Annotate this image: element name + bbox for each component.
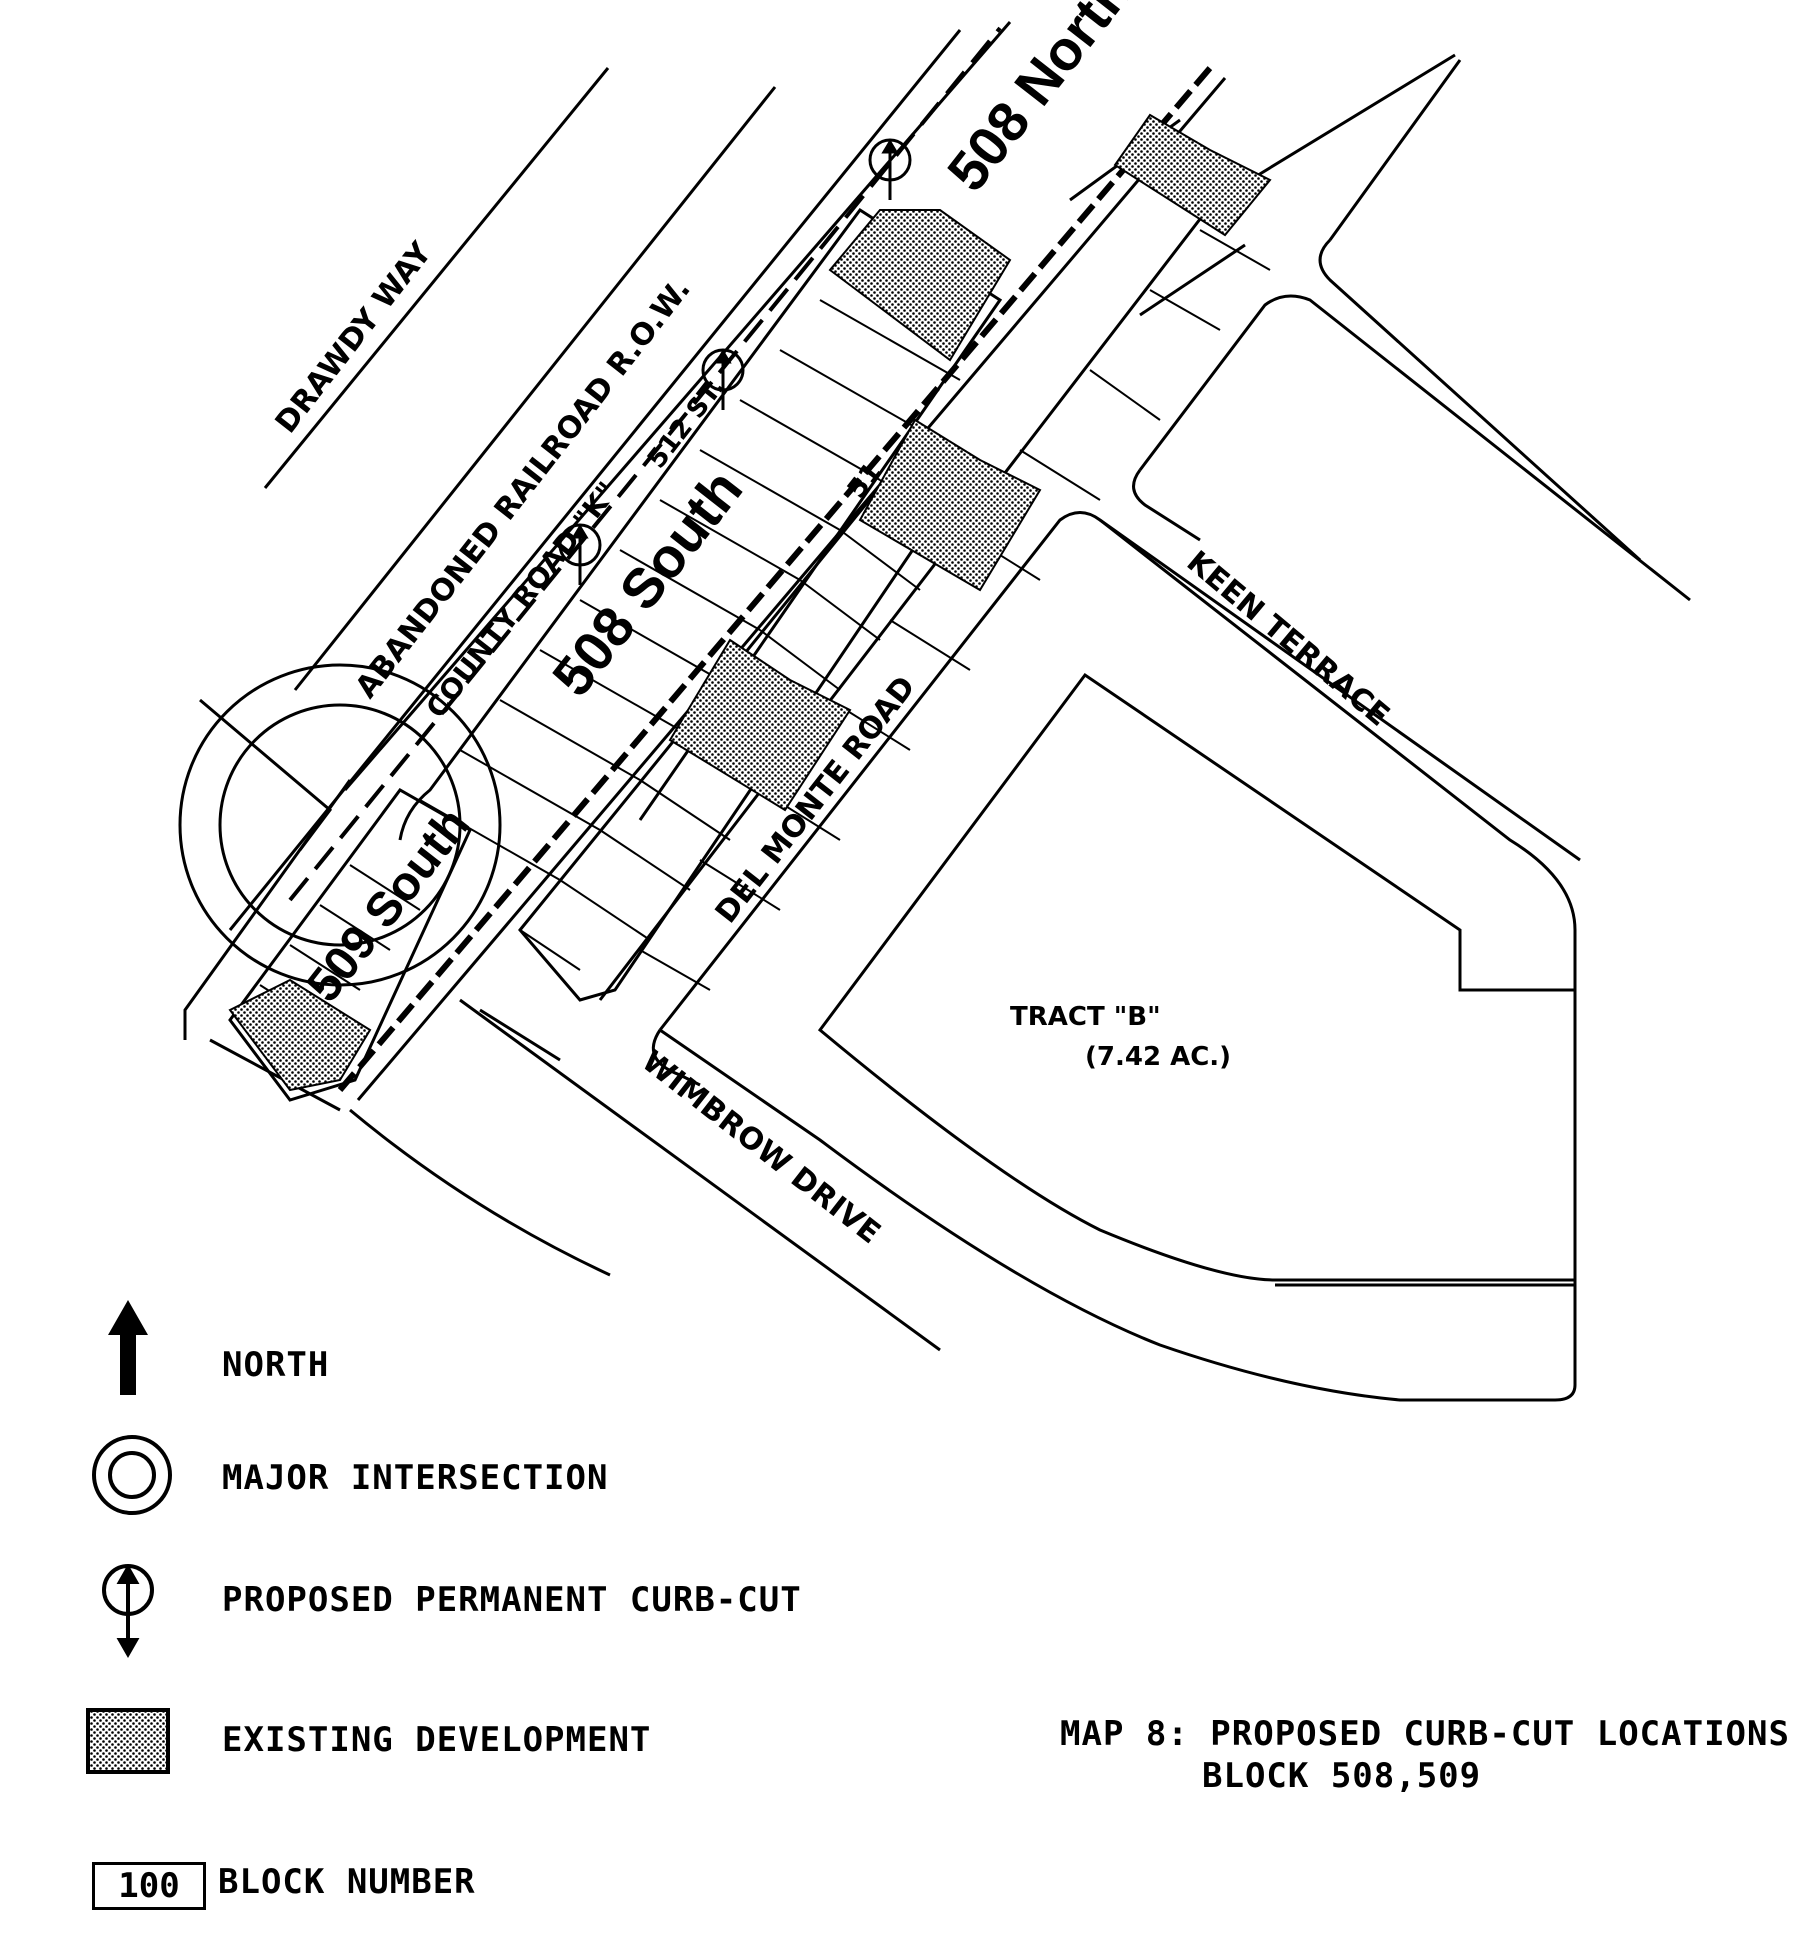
legend-north-label: NORTH <box>222 1345 330 1385</box>
label-keen-terrace: KEEN TERRACE <box>1180 544 1396 733</box>
development-parcel-4 <box>668 638 852 812</box>
curb-cut-marker <box>558 523 602 585</box>
block-509-outline <box>228 788 472 1102</box>
legend-curb-cut-label: PROPOSED PERMANENT CURB-CUT <box>222 1580 802 1620</box>
existing-development-group <box>228 113 1272 1092</box>
wimbrow-stub <box>479 1008 561 1062</box>
drawdy-way-line <box>263 67 610 489</box>
legend-block-number-sample: 100 <box>92 1862 206 1910</box>
street-512-edge <box>356 77 1227 1101</box>
label-tract-area: (7.42 AC.) <box>1085 1042 1231 1072</box>
west-stub <box>199 698 333 851</box>
development-parcel-2 <box>828 209 1012 362</box>
keen-terrace-corner <box>1132 469 1201 542</box>
label-block-508-north: 508 North <box>935 0 1144 202</box>
map-caption-line2: BLOCK 508,509 <box>1202 1756 1482 1796</box>
north-arrow-icon <box>108 1300 148 1395</box>
curb-cut-icon <box>102 1563 154 1659</box>
street-512-line <box>337 66 1213 1092</box>
legend-block-number-label: BLOCK NUMBER <box>218 1862 476 1902</box>
development-parcel-5 <box>228 978 372 1092</box>
del-monte-keen-block <box>658 511 1581 1031</box>
legend-existing-development-label: EXISTING DEVELOPMENT <box>222 1720 652 1760</box>
south-boundary <box>209 1038 341 1112</box>
curb-cut-marker <box>868 138 912 200</box>
existing-development-icon <box>86 1708 170 1774</box>
curb-cut-markers <box>558 138 912 585</box>
del-monte-corner <box>651 1029 701 1087</box>
keen-terrace-edge <box>1139 243 1246 317</box>
block-508-middle-outline <box>398 207 1003 841</box>
block-508-north-top <box>1249 53 1456 182</box>
major-intersection-marker <box>178 663 502 987</box>
west-boundary <box>183 779 352 1040</box>
curb-cut-marker <box>701 348 745 410</box>
intersection-outer-ring <box>178 663 502 987</box>
map-caption-line1: MAP 8: PROPOSED CURB-CUT LOCATIONS <box>1060 1714 1790 1754</box>
legend-major-intersection-label: MAJOR INTERSECTION <box>222 1458 609 1498</box>
block-right-top-outline <box>1318 59 1642 562</box>
label-railroad: ABANDONED RAILROAD R.O.W. <box>349 272 698 705</box>
county-road-edge-west <box>228 29 962 931</box>
street-network <box>183 21 1691 1402</box>
keen-terrace-block-north <box>1138 294 1691 602</box>
legend-symbols <box>86 1300 172 1774</box>
label-tract-name: TRACT "B" <box>1010 1002 1161 1032</box>
county-road-centerline <box>288 26 1002 902</box>
label-block-509-south: 509 South <box>297 798 480 1011</box>
major-intersection-icon <box>92 1435 172 1515</box>
development-parcel-3 <box>858 418 1042 592</box>
railroad-edge-west <box>293 86 777 691</box>
lot-lines-508-east <box>639 229 1271 991</box>
spacer <box>470 1030 940 1360</box>
intersection-inner-ring <box>218 703 462 947</box>
development-parcel-1 <box>1113 113 1272 237</box>
label-drawdy-way: DRAWDY WAY <box>269 235 440 440</box>
outer-parcel <box>659 518 1577 1402</box>
lower-left-curve <box>349 1108 611 1277</box>
wimbrow-drive-west <box>459 998 941 1352</box>
tract-b-parcel <box>817 672 1577 1282</box>
